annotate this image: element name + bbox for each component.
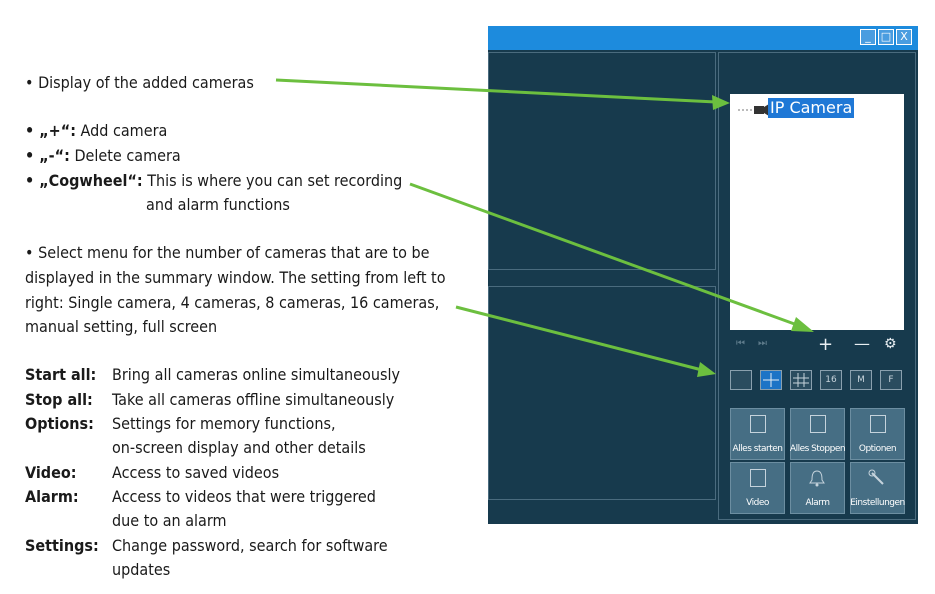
legend-text: Change password, search for software	[112, 536, 388, 555]
settings-label: Einstellungen	[850, 498, 905, 508]
note-minus-key: • „-“:	[25, 146, 70, 165]
prev-icon: ⏮	[736, 338, 745, 349]
arrow-display	[275, 78, 717, 104]
settings-cogwheel-button[interactable]: ⚙	[884, 336, 897, 352]
legend-key: Start all:	[25, 365, 97, 384]
maximize-icon[interactable]: □	[878, 29, 894, 45]
note-select-2: displayed in the summary window. The set…	[25, 268, 446, 287]
legend-text: Access to saved videos	[112, 463, 280, 482]
close-icon[interactable]: X	[896, 29, 912, 45]
legend-text: on-screen display and other details	[112, 438, 366, 457]
side-panel	[718, 52, 916, 520]
alarm-label: Alarm	[805, 498, 830, 508]
wrench-icon	[868, 469, 884, 485]
legend-key: Stop all:	[25, 390, 93, 409]
stop-all-button[interactable]: Alles Stoppen	[789, 408, 846, 460]
note-minus: • „-“: Delete camera	[25, 144, 181, 168]
legend-text: updates	[112, 560, 171, 579]
note-cog: • „Cogwheel“: This is where you can set …	[25, 169, 402, 193]
legend-key: Video:	[25, 463, 77, 482]
layout-4-button[interactable]	[760, 370, 782, 390]
arrowhead-layout	[697, 362, 716, 377]
arrow-controls	[409, 182, 801, 328]
next-icon: ⏭	[758, 338, 767, 349]
note-plus: • „+“: Add camera	[25, 119, 167, 143]
note-select-4: manual setting, full screen	[25, 317, 218, 336]
title-bar: _ □ X	[488, 26, 918, 50]
layout-8-button[interactable]	[790, 370, 812, 390]
legend-key: Options:	[25, 414, 94, 433]
note-cog-key: • „Cogwheel“:	[25, 171, 143, 190]
stop-grid-icon	[810, 415, 826, 433]
minimize-icon[interactable]: _	[860, 29, 876, 45]
layout-fullscreen-button[interactable]: F	[880, 370, 902, 390]
delete-camera-button[interactable]: —	[854, 334, 870, 353]
arrow-layout	[455, 305, 703, 372]
camera-icon	[738, 104, 769, 116]
note-select-1: • Select menu for the number of cameras …	[25, 243, 430, 262]
video-button[interactable]: Video	[730, 462, 785, 514]
video-icon	[750, 469, 766, 487]
add-camera-button[interactable]: +	[818, 334, 834, 355]
arrowhead-display	[712, 95, 730, 110]
bell-icon	[809, 470, 825, 487]
note-minus-text: Delete camera	[74, 146, 181, 165]
layout-16-button[interactable]: 16	[820, 370, 842, 390]
layout-single-button[interactable]	[730, 370, 752, 390]
grid-8-icon	[793, 373, 809, 387]
video-view-bottom[interactable]	[488, 286, 716, 500]
video-view-top[interactable]	[488, 52, 716, 270]
legend-key: Settings:	[25, 536, 99, 555]
note-cog-text-2: and alarm functions	[146, 195, 290, 214]
note-plus-key: • „+“:	[25, 121, 76, 140]
tree-item-ip-camera[interactable]: IP Camera	[768, 98, 855, 118]
arrowhead-controls	[791, 317, 814, 332]
play-grid-icon	[750, 415, 766, 433]
note-cog-text-1: This is where you can set recording	[147, 171, 403, 190]
app-window: _ □ X IP Camera ⏮ ⏭ + — ⚙ 16 M F	[488, 26, 918, 524]
start-all-label: Alles starten	[732, 444, 783, 454]
stop-all-label: Alles Stoppen	[789, 444, 846, 454]
legend-text: Bring all cameras online simultaneously	[112, 365, 400, 384]
options-label: Optionen	[858, 444, 897, 454]
legend-text: due to an alarm	[112, 511, 227, 530]
legend-text: Take all cameras offline simultaneously	[112, 390, 395, 409]
camera-tree[interactable]: IP Camera	[730, 94, 904, 330]
layout-manual-button[interactable]: M	[850, 370, 872, 390]
legend-text: Settings for memory functions,	[112, 414, 336, 433]
legend-key: Alarm:	[25, 487, 79, 506]
note-select-3: right: Single camera, 4 cameras, 8 camer…	[25, 293, 440, 312]
start-all-button[interactable]: Alles starten	[730, 408, 785, 460]
options-icon	[870, 415, 886, 433]
legend-text: Access to videos that were triggered	[112, 487, 376, 506]
options-button[interactable]: Optionen	[850, 408, 905, 460]
note-plus-text: Add camera	[80, 121, 168, 140]
grid-4-icon	[763, 373, 779, 387]
alarm-button[interactable]: Alarm	[790, 462, 845, 514]
settings-button[interactable]: Einstellungen	[850, 462, 905, 514]
note-display: • Display of the added cameras	[25, 73, 254, 92]
video-label: Video	[746, 498, 769, 508]
